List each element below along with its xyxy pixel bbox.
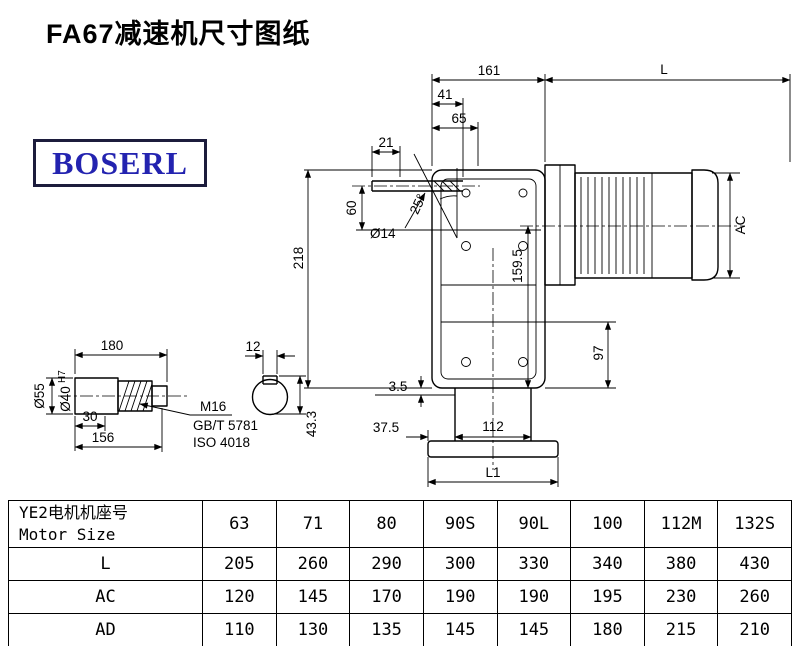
thread-spec-label: M16 — [200, 399, 226, 414]
dim-value-cell: 170 — [349, 580, 424, 614]
size-col-header: 112M — [643, 500, 719, 548]
dim-value-cell: 180 — [570, 613, 645, 646]
dim-156-label: 156 — [92, 430, 115, 445]
size-col-header: 100 — [570, 500, 645, 548]
dim-25deg-label: 25° — [407, 192, 429, 217]
dim-value-cell: 290 — [349, 547, 424, 581]
motor-size-table: YE2电机机座号 Motor Size 63 71 80 90S 90L 100… — [8, 500, 792, 646]
dim-41-label: 41 — [437, 87, 452, 102]
dim-37.5-label: 37.5 — [373, 420, 399, 435]
dim-218-label: 218 — [291, 247, 306, 270]
dim-180-label: 180 — [101, 338, 124, 353]
dim-row-label: AD — [8, 613, 203, 646]
dim-dia14-label: Ø14 — [370, 226, 396, 241]
page-title: FA67减速机尺寸图纸 — [46, 19, 311, 49]
dim-97-label: 97 — [591, 345, 606, 360]
dim-value-cell: 120 — [202, 580, 277, 614]
dim-dia55-label: Ø55 — [32, 383, 47, 409]
size-col-header: 90S — [422, 500, 498, 548]
dim-value-cell: 145 — [422, 613, 498, 646]
dim-value-cell: 110 — [202, 613, 277, 646]
size-col-header: 63 — [202, 500, 277, 548]
dim-value-cell: 215 — [643, 613, 719, 646]
dim-value-cell: 145 — [496, 613, 572, 646]
gearbox-dimension-drawing: 161 L 41 65 21 60 218 Ø14 25° 159.5 AC 9… — [32, 62, 791, 487]
motor-fins — [580, 177, 645, 274]
dim-row-label: L — [8, 547, 203, 581]
size-col-header: 90L — [496, 500, 572, 548]
header-english: Motor Size — [19, 525, 116, 544]
table-row-L: L 205 260 290 300 330 340 380 430 — [8, 547, 792, 581]
dim-value-cell: 230 — [643, 580, 719, 614]
dim-value-cell: 130 — [275, 613, 351, 646]
dim-value-cell: 190 — [496, 580, 572, 614]
shaft-section-circle — [251, 375, 289, 416]
dim-AC-label: AC — [733, 215, 748, 234]
dim-3.5-label: 3.5 — [389, 379, 408, 394]
boserl-logo: BOSERL — [33, 139, 207, 187]
dim-row-label: AC — [8, 580, 203, 614]
dim-value-cell: 195 — [570, 580, 645, 614]
iso-standard-label: ISO 4018 — [193, 435, 250, 450]
dim-h7-tolerance-label: H7 — [57, 370, 68, 383]
dim-161-label: 161 — [478, 63, 501, 78]
dim-159.5-label: 159.5 — [510, 249, 525, 283]
angle-construction-lines — [413, 153, 458, 239]
dim-value-cell: 190 — [422, 580, 498, 614]
dim-30-label: 30 — [82, 409, 97, 424]
size-col-header: 80 — [349, 500, 424, 548]
main-view — [352, 153, 744, 470]
gb-standard-label: GB/T 5781 — [193, 418, 258, 433]
size-col-header: 71 — [275, 500, 351, 548]
dim-value-cell: 145 — [275, 580, 351, 614]
motor-size-header-cell: YE2电机机座号 Motor Size — [8, 500, 203, 548]
extension-lines — [304, 74, 791, 487]
dim-value-cell: 340 — [570, 547, 645, 581]
dim-value-cell: 260 — [275, 547, 351, 581]
shaft-detail-view: 180 Ø55 Ø40 H7 30 156 M16 GB/T 5781 ISO … — [32, 338, 319, 452]
table-row-AC: AC 120 145 170 190 190 195 230 260 — [8, 580, 792, 614]
table-header-row: YE2电机机座号 Motor Size 63 71 80 90S 90L 100… — [8, 500, 792, 548]
dim-dia40-label: Ø40 — [58, 386, 73, 412]
input-shaft — [352, 180, 480, 192]
dim-value-cell: 330 — [496, 547, 572, 581]
dim-value-cell: 210 — [717, 613, 792, 646]
dim-60-label: 60 — [344, 200, 359, 215]
dim-65-label: 65 — [451, 111, 466, 126]
dim-value-cell: 380 — [643, 547, 719, 581]
dim-L-label: L — [660, 62, 668, 77]
dim-112-label: 112 — [482, 419, 504, 434]
fan-cowl — [691, 169, 719, 281]
dim-value-cell: 135 — [349, 613, 424, 646]
table-row-AD: AD 110 130 135 145 145 180 215 210 — [8, 613, 792, 646]
m16-leader-line — [139, 402, 232, 416]
boserl-logo-text: BOSERL — [52, 145, 188, 181]
header-chinese: YE2电机机座号 — [19, 502, 128, 522]
main-view-dimensions: 161 L 41 65 21 60 218 Ø14 25° 159.5 AC 9… — [291, 62, 791, 487]
dim-21-label: 21 — [378, 135, 393, 150]
dim-value-cell: 260 — [717, 580, 792, 614]
dim-value-cell: 205 — [202, 547, 277, 581]
gear-housing — [431, 169, 546, 470]
size-col-header: 132S — [717, 500, 792, 548]
output-flange — [427, 388, 559, 458]
dim-L1-label: L1 — [485, 465, 500, 480]
dim-value-cell: 300 — [422, 547, 498, 581]
dim-value-cell: 430 — [717, 547, 792, 581]
dim-12-label: 12 — [245, 339, 260, 354]
motor — [520, 164, 744, 286]
dim-43.3-label: 43.3 — [304, 411, 319, 437]
